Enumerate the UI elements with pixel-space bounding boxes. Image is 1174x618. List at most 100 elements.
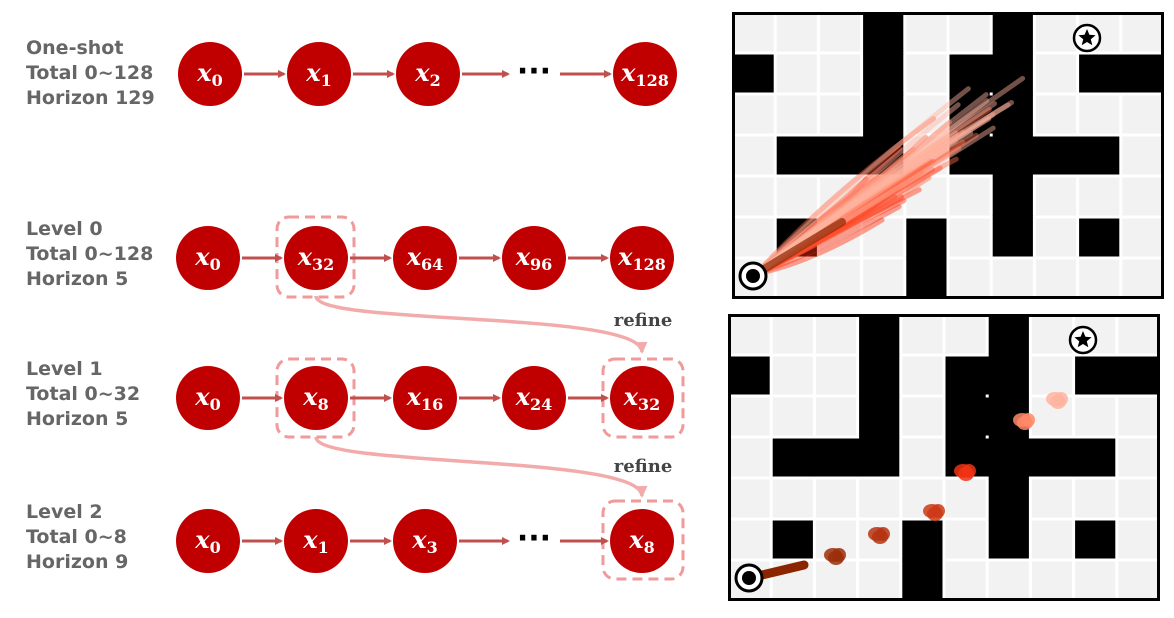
maze-wall-cell	[1079, 54, 1120, 93]
maze-wall-cell	[859, 315, 900, 354]
maze-floor-cell	[1035, 177, 1077, 216]
row-label-line: Horizon 129	[26, 87, 155, 109]
refine-label: refine	[614, 456, 673, 477]
maze-wall-cell	[949, 54, 990, 93]
maze-floor-cell	[863, 177, 904, 216]
state-node-label: x96	[515, 242, 553, 274]
maze-floor-cell	[992, 259, 1033, 298]
maze-floor-cell	[819, 259, 861, 298]
maze-wall-cell	[992, 54, 1033, 93]
maze-floor-cell	[1031, 315, 1073, 354]
maze-floor-cell	[733, 136, 774, 175]
row-label-line: Total 0~32	[26, 383, 141, 405]
maze-wall-cell	[988, 315, 1029, 354]
row-label-line: Level 0	[26, 218, 103, 240]
maze-floor-cell	[1075, 479, 1116, 518]
maze-floor-cell	[902, 356, 943, 395]
maze-floor-cell	[1035, 13, 1077, 52]
maze-wall-cell	[1079, 218, 1120, 257]
state-node	[393, 509, 457, 573]
state-node-label: x0	[194, 525, 220, 557]
maze-floor-cell	[776, 54, 817, 93]
maze-floor-cell	[988, 561, 1029, 600]
maze-wall-cell	[859, 438, 900, 477]
row-label-line: Total 0~128	[26, 243, 154, 265]
star-goal-icon	[1068, 325, 1098, 355]
maze-floor-cell	[863, 259, 904, 298]
maze-floor-cell	[1118, 397, 1159, 436]
bullseye-start-icon	[734, 563, 764, 593]
state-node-label: x16	[406, 382, 444, 414]
state-node	[502, 226, 566, 290]
maze-floor-cell	[729, 397, 770, 436]
row-label-level-0: Level 0 Total 0~128 Horizon 5	[26, 217, 153, 292]
row-label-level-1: Level 1 Total 0~32 Horizon 5	[26, 357, 140, 432]
state-node-label: x0	[196, 58, 222, 90]
maze-wall-cell	[949, 95, 990, 134]
maze-floor-cell	[1035, 259, 1077, 298]
maze-floor-cell	[1035, 218, 1077, 257]
maze-floor-cell	[1035, 54, 1077, 93]
maze-floor-cell	[776, 13, 817, 52]
row-label-line: Horizon 5	[26, 268, 129, 290]
maze-floor-cell	[1031, 479, 1073, 518]
state-node-label: x128	[617, 242, 666, 274]
maze-panel-dense	[732, 12, 1164, 299]
maze-panel-hierarchical	[728, 314, 1160, 601]
maze-wall-cell	[1075, 356, 1116, 395]
row-label-line: Level 1	[26, 358, 103, 380]
state-node-label: x128	[620, 58, 669, 90]
maze-floor-cell	[1122, 13, 1163, 52]
maze-floor-cell	[815, 356, 857, 395]
maze-floor-cell	[1118, 315, 1159, 354]
maze-wall-cell	[992, 95, 1033, 134]
maze-wall-cell	[859, 356, 900, 395]
maze-wall-cell	[1075, 438, 1116, 477]
maze-wall-cell	[733, 54, 774, 93]
row-label-line: Total 0~8	[26, 526, 127, 548]
state-node-label: x2	[414, 58, 440, 90]
maze-wall-cell	[815, 438, 857, 477]
maze-floor-cell	[729, 438, 770, 477]
state-node	[610, 366, 674, 430]
maze-floor-cell	[859, 561, 900, 600]
maze-floor-cell	[772, 315, 813, 354]
maze-wall-cell	[992, 218, 1033, 257]
maze-floor-cell	[733, 218, 774, 257]
maze-wall-cell	[1035, 136, 1077, 175]
state-node	[176, 366, 240, 430]
maze-floor-cell	[902, 315, 943, 354]
ellipsis-gap: ···	[517, 521, 551, 556]
state-node-label: x32	[623, 382, 661, 414]
maze-floor-cell	[776, 177, 817, 216]
maze-wall-cell	[988, 356, 1029, 395]
maze-floor-cell	[772, 356, 813, 395]
maze-floor-cell	[1075, 561, 1116, 600]
maze-floor-cell	[1035, 95, 1077, 134]
maze-floor-cell	[1118, 438, 1159, 477]
maze-floor-cell	[906, 13, 947, 52]
maze-floor-cell	[776, 259, 817, 298]
maze-floor-cell	[906, 177, 947, 216]
maze-floor-cell	[1122, 136, 1163, 175]
maze-floor-cell	[1031, 356, 1073, 395]
row-label-line: Horizon 9	[26, 551, 129, 573]
state-node	[610, 226, 674, 290]
maze-wall-cell	[902, 561, 943, 600]
maze-floor-cell	[906, 136, 947, 175]
maze-floor-cell	[819, 54, 861, 93]
star-goal-icon	[1072, 23, 1102, 53]
maze-floor-cell	[1122, 177, 1163, 216]
maze-wall-cell	[863, 13, 904, 52]
state-node	[502, 366, 566, 430]
maze-floor-cell	[776, 95, 817, 134]
maze-floor-cell	[906, 54, 947, 93]
maze-floor-cell	[1118, 479, 1159, 518]
maze-wall-cell	[992, 177, 1033, 216]
maze-floor-cell	[906, 95, 947, 134]
state-node	[393, 226, 457, 290]
maze-floor-cell	[902, 397, 943, 436]
